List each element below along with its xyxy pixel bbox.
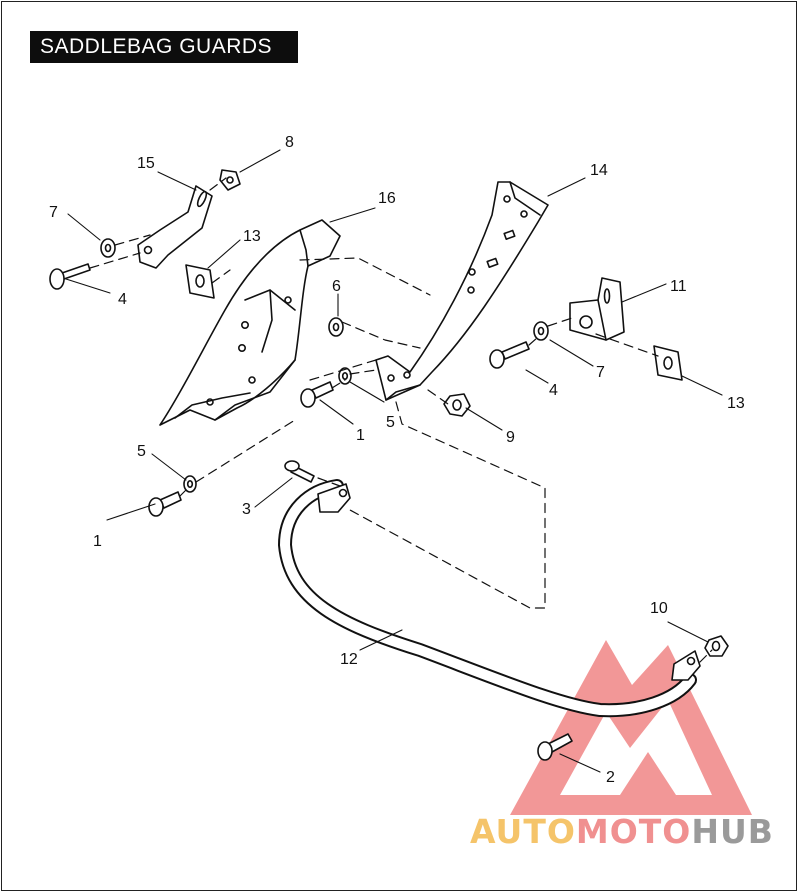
callout-1-upper: 1 bbox=[356, 427, 365, 444]
part-6-washer bbox=[328, 317, 344, 337]
callout-5-lower: 5 bbox=[137, 443, 146, 460]
callout-4-right: 4 bbox=[549, 382, 558, 399]
callout-1-lower: 1 bbox=[93, 533, 102, 550]
callout-8: 8 bbox=[285, 134, 294, 151]
part-11-right-bracket bbox=[569, 277, 625, 341]
part-13-clip-nut-right bbox=[653, 345, 683, 381]
callout-11: 11 bbox=[670, 278, 687, 295]
callout-10: 10 bbox=[650, 600, 668, 617]
watermark-auto: AUTO bbox=[470, 812, 576, 851]
callout-14: 14 bbox=[590, 162, 608, 179]
part-8-clip-nut bbox=[219, 169, 241, 191]
part-2-bolt bbox=[537, 733, 573, 761]
part-1-bolt-upper bbox=[300, 381, 334, 408]
watermark-hub: HUB bbox=[691, 812, 774, 851]
callout-6: 6 bbox=[332, 278, 341, 295]
leader-lines bbox=[65, 149, 723, 773]
part-3-screw bbox=[284, 460, 315, 483]
part-4-bolt-left bbox=[49, 263, 91, 290]
watermark-logo bbox=[510, 640, 752, 815]
callout-3: 3 bbox=[242, 501, 251, 518]
part-12-guard-rail bbox=[278, 479, 701, 718]
part-4-bolt-right bbox=[489, 341, 530, 369]
callout-13-left: 13 bbox=[243, 228, 261, 245]
part-7-washer-left bbox=[100, 238, 116, 258]
callout-5-upper: 5 bbox=[386, 414, 395, 431]
part-16-support-bracket bbox=[159, 219, 341, 426]
alignment-lines bbox=[89, 177, 713, 663]
watermark-moto: MOTO bbox=[575, 812, 692, 851]
part-9-nut bbox=[443, 393, 471, 417]
part-1-bolt-lower bbox=[148, 491, 182, 517]
callout-2: 2 bbox=[606, 769, 615, 786]
part-13-clip-nut-left bbox=[185, 264, 215, 299]
callout-13-right: 13 bbox=[727, 395, 745, 412]
callout-4-left: 4 bbox=[118, 291, 127, 308]
part-10-nut bbox=[704, 635, 729, 657]
watermark-wordmark: AUTOMOTOHUB bbox=[470, 812, 774, 851]
part-5-washer-upper bbox=[338, 367, 352, 385]
callout-15: 15 bbox=[137, 155, 155, 172]
callout-7-left: 7 bbox=[49, 204, 58, 221]
callout-9: 9 bbox=[506, 429, 515, 446]
part-7-washer-right bbox=[533, 321, 549, 341]
diagram-title: SADDLEBAG GUARDS bbox=[30, 31, 298, 63]
callout-12: 12 bbox=[340, 651, 358, 668]
part-14-mounting-bracket bbox=[375, 181, 549, 401]
part-15-small-bracket bbox=[137, 185, 213, 269]
part-5-washer-lower bbox=[183, 475, 197, 493]
callout-7-right: 7 bbox=[596, 364, 605, 381]
callout-16: 16 bbox=[378, 190, 396, 207]
